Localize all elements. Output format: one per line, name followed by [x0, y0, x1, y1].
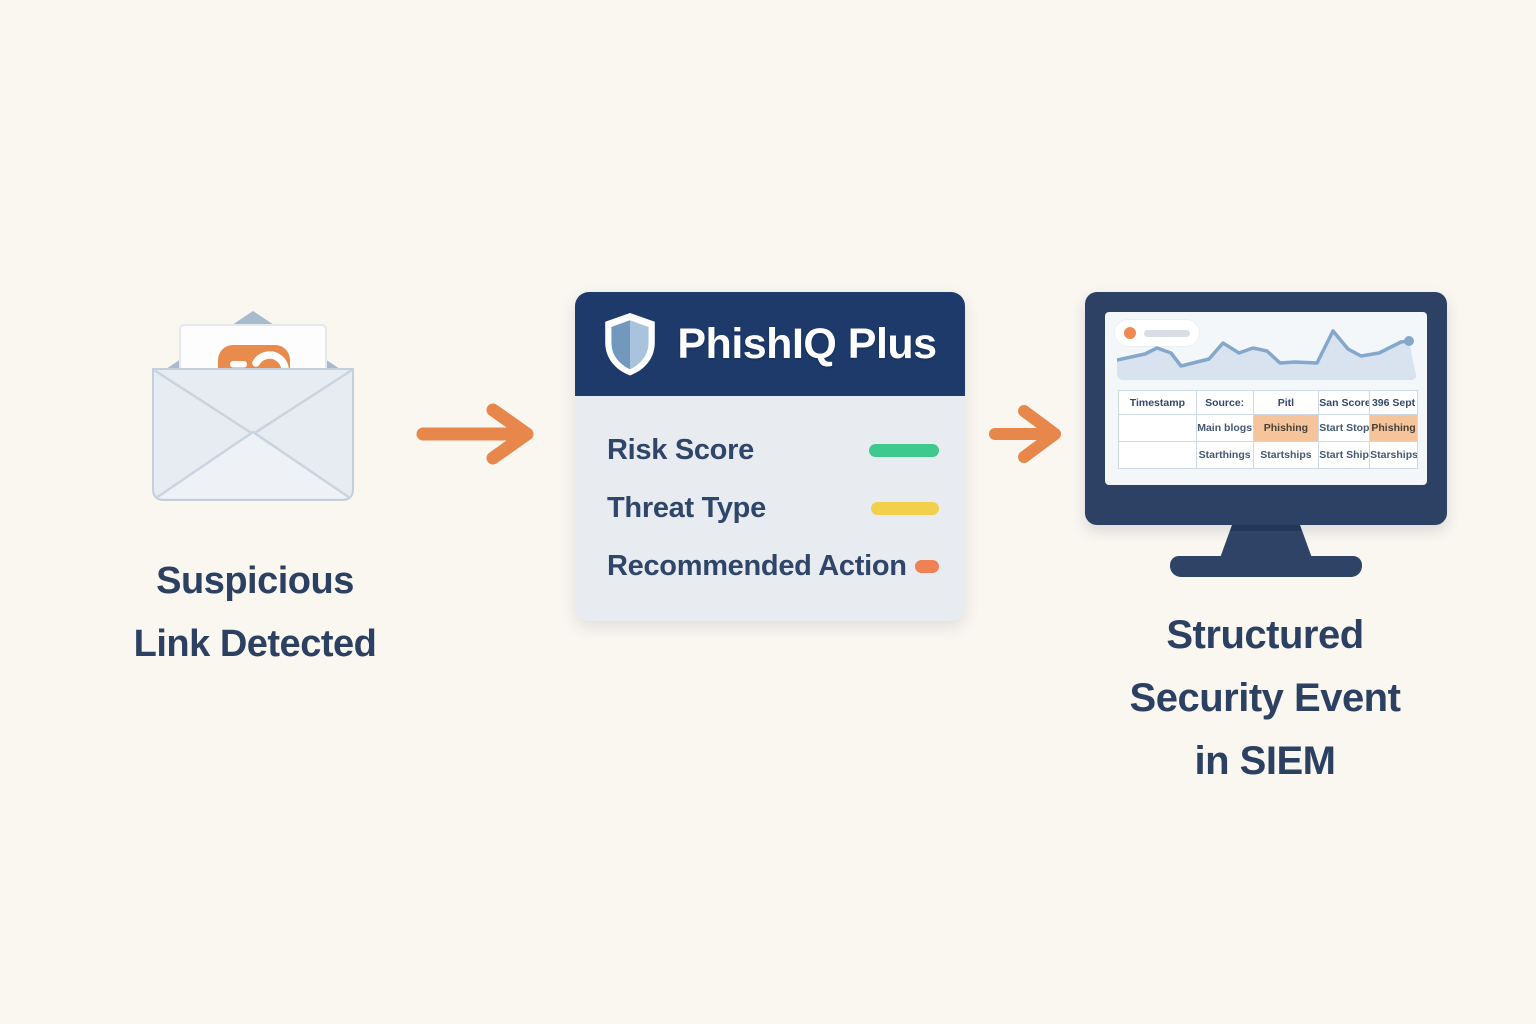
- step3-caption: Structured Security Event in SIEM: [1075, 604, 1455, 793]
- step1-caption: Suspicious Link Detected: [85, 550, 425, 676]
- arrow-right-icon: [989, 405, 1061, 463]
- analyzer-card-body: Risk Score Threat Type Recommended Actio…: [575, 396, 965, 584]
- recommended-action-value-pill: [915, 559, 939, 573]
- envelope-front-flap: [155, 430, 351, 500]
- table-cell: Start Stop: [1318, 414, 1371, 442]
- envelope-icon: [152, 311, 354, 501]
- field-row-threat-type: Threat Type: [607, 490, 939, 526]
- monitor-screen: Timestamp Source: Pitl San Score 396 Sep…: [1105, 312, 1427, 485]
- step3-caption-line2: Security Event: [1129, 676, 1401, 720]
- threat-type-value-pill: [871, 501, 939, 515]
- analyzer-card-header: PhishIQ Plus: [575, 292, 965, 396]
- risk-score-label: Risk Score: [607, 433, 754, 466]
- recommended-action-label: Recommended Action: [607, 549, 907, 582]
- table-cell: Start Ships: [1318, 441, 1371, 469]
- table-cell: Startships: [1252, 441, 1320, 469]
- threat-type-label: Threat Type: [607, 491, 766, 524]
- toolbar-placeholder-bar: [1144, 329, 1190, 337]
- table-row: Main blogs Phishing Start Stop Phishing: [1118, 414, 1418, 442]
- event-trend-chart: [1117, 329, 1417, 380]
- step1-caption-line2: Link Detected: [133, 623, 377, 665]
- col-header-timestamp: Timestamp: [1118, 390, 1197, 415]
- field-row-recommended-action: Recommended Action: [607, 548, 939, 584]
- risk-score-value-pill: [869, 443, 939, 457]
- col-header-date: 396 Sept: [1369, 390, 1418, 415]
- col-header-score: San Score: [1318, 390, 1371, 415]
- phishiq-analyzer-card: PhishIQ Plus Risk Score Threat Type Reco…: [575, 292, 965, 621]
- monitor-stand-base: [1170, 556, 1362, 577]
- arrow-right-icon: [416, 403, 534, 465]
- col-header-pitl: Pitl: [1252, 390, 1320, 415]
- table-cell-phishing-highlight: Phishing: [1252, 414, 1320, 442]
- siem-monitor-illustration: Timestamp Source: Pitl San Score 396 Sep…: [1085, 292, 1447, 577]
- trend-line: [1117, 329, 1411, 368]
- analyzer-card-title: PhishIQ Plus: [677, 319, 937, 368]
- table-cell: Starships: [1369, 441, 1418, 469]
- monitor-stand-neck: [1220, 525, 1312, 558]
- step1-caption-line1: Suspicious: [156, 560, 354, 602]
- table-cell-phishing-highlight: Phishing: [1369, 414, 1418, 442]
- col-header-source: Source:: [1195, 390, 1254, 415]
- shield-icon: [605, 313, 656, 376]
- screen-toolbar-chip: [1115, 320, 1199, 346]
- trend-end-dot: [1404, 336, 1414, 346]
- siem-event-table: Timestamp Source: Pitl San Score 396 Sep…: [1118, 390, 1418, 469]
- table-cell: Main blogs: [1195, 414, 1254, 442]
- monitor-frame: Timestamp Source: Pitl San Score 396 Sep…: [1085, 292, 1447, 525]
- suspicious-email-illustration: [150, 303, 356, 503]
- field-row-risk-score: Risk Score: [607, 432, 939, 468]
- table-row: Starthings Startships Start Ships Starsh…: [1118, 441, 1418, 469]
- step3-caption-line1: Structured: [1166, 613, 1364, 657]
- step3-caption-line3: in SIEM: [1194, 739, 1336, 783]
- table-header-row: Timestamp Source: Pitl San Score 396 Sep…: [1118, 390, 1418, 415]
- status-dot-icon: [1124, 327, 1136, 339]
- table-cell: Starthings: [1195, 441, 1254, 469]
